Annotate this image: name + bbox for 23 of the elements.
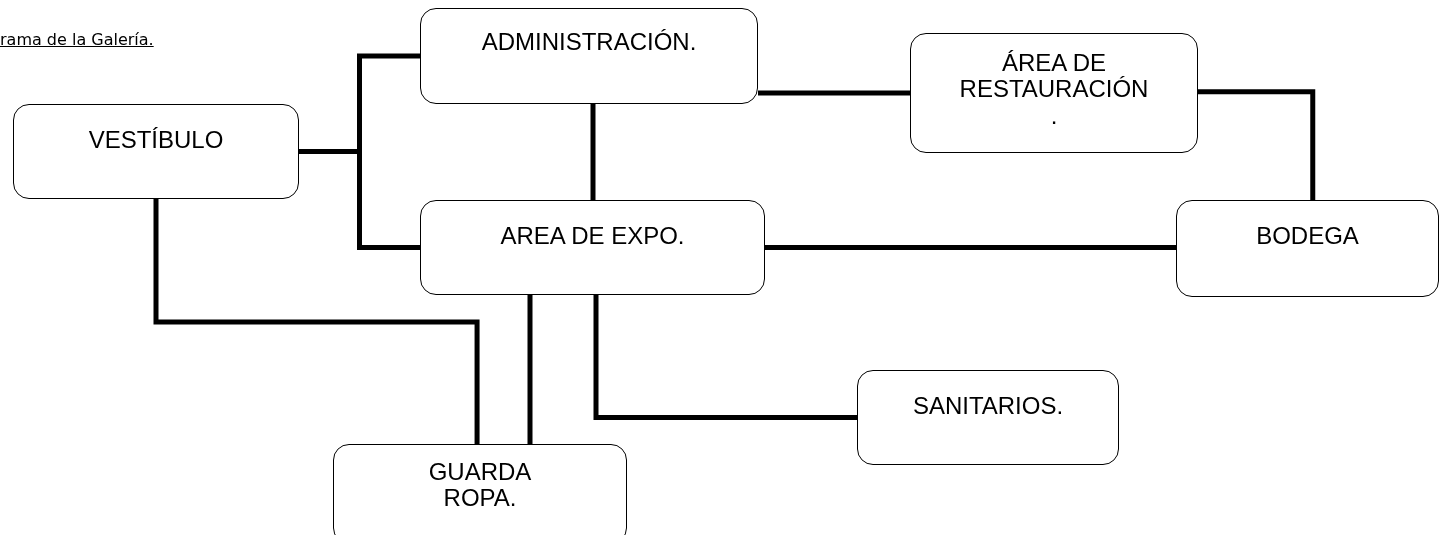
connector-line bbox=[153, 199, 480, 444]
connector-line bbox=[593, 295, 857, 420]
connector-line bbox=[758, 90, 910, 96]
room-label: AREA DE EXPO. bbox=[500, 223, 685, 250]
connector-line bbox=[1198, 89, 1316, 200]
room-box bbox=[857, 370, 1119, 465]
room-label: SANITARIOS. bbox=[912, 393, 1064, 420]
room-label: ADMINISTRACIÓN. bbox=[481, 29, 697, 56]
connector-line bbox=[527, 295, 533, 444]
room-box bbox=[420, 8, 758, 104]
diagram-title: rama de la Galería. bbox=[0, 30, 154, 49]
connector-line bbox=[765, 245, 1176, 250]
room-box bbox=[420, 200, 765, 295]
room-label: GUARDA ROPA. bbox=[427, 459, 533, 512]
connector-line bbox=[590, 104, 596, 200]
room-label: ÁREA DE RESTAURACIÓN . bbox=[958, 50, 1150, 130]
connector-line bbox=[299, 149, 420, 250]
room-box bbox=[333, 444, 627, 535]
room-box bbox=[13, 104, 299, 199]
room-box bbox=[910, 33, 1198, 153]
room-label: BODEGA bbox=[1256, 223, 1359, 250]
room-label: VESTÍBULO bbox=[88, 127, 224, 154]
room-box bbox=[1176, 200, 1439, 297]
